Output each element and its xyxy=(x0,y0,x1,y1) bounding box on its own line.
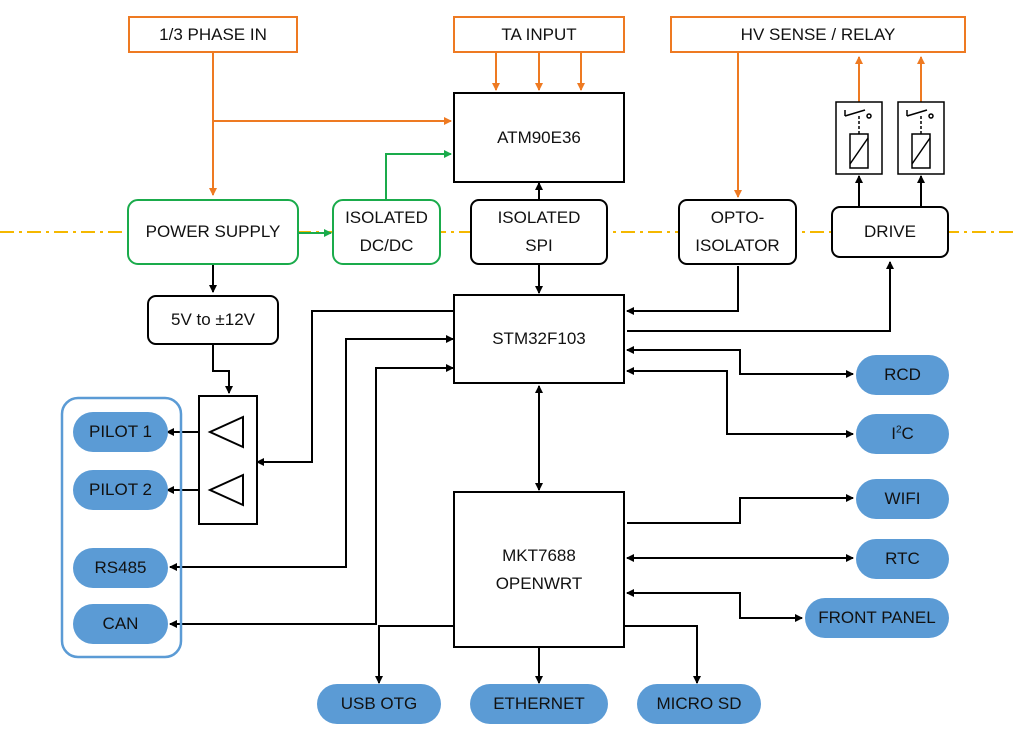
phase-in-box: 1/3 PHASE IN xyxy=(128,16,298,53)
power-supply-label: POWER SUPPLY xyxy=(145,222,281,241)
usb-otg-pill: USB OTG xyxy=(317,684,441,724)
ta-input-label: TA INPUT xyxy=(501,24,577,44)
relay-2-symbol xyxy=(897,101,945,175)
wifi-label: WIFI xyxy=(884,489,921,508)
mkt7688-line2: OPENWRT xyxy=(495,573,583,593)
can-pill: CAN xyxy=(73,604,168,644)
front-panel-label: FRONT PANEL xyxy=(818,608,936,627)
isolated-spi-line2: SPI xyxy=(525,236,553,255)
drive-block: DRIVE xyxy=(831,206,949,258)
pilot-1-label: PILOT 1 xyxy=(89,422,152,441)
atm90e36-block: ATM90E36 xyxy=(453,92,625,183)
relay-1-symbol xyxy=(835,101,883,175)
can-label: CAN xyxy=(102,614,139,633)
wifi-pill: WIFI xyxy=(856,479,949,519)
isolated-dcdc-block: ISOLATED DC/DC xyxy=(332,199,441,265)
isolated-spi-line1: ISOLATED xyxy=(497,208,581,227)
opto-isolator-line1: OPTO- xyxy=(710,208,765,227)
opto-isolator-block: OPTO- ISOLATOR xyxy=(678,199,797,265)
isolated-spi-block: ISOLATED SPI xyxy=(470,199,608,265)
regulator-block: 5V to ±12V xyxy=(147,295,279,345)
micro-sd-pill: MICRO SD xyxy=(637,684,761,724)
i2c-label: I2C xyxy=(891,424,914,443)
drive-to-relay-lines xyxy=(855,175,925,206)
ta-input-box: TA INPUT xyxy=(453,16,625,53)
isolated-dcdc-line1: ISOLATED xyxy=(345,208,428,227)
rs485-pill: RS485 xyxy=(73,548,168,588)
i2c-pill: I2C xyxy=(856,414,949,454)
rcd-label: RCD xyxy=(884,365,921,384)
front-panel-pill: FRONT PANEL xyxy=(805,598,949,638)
green-power-lines xyxy=(299,150,452,237)
isolated-dcdc-line2: DC/DC xyxy=(359,236,414,255)
micro-sd-label: MICRO SD xyxy=(656,694,742,713)
rs485-label: RS485 xyxy=(94,558,147,577)
stm32f103-block: STM32F103 xyxy=(453,294,625,384)
ethernet-label: ETHERNET xyxy=(493,694,585,713)
ethernet-pill: ETHERNET xyxy=(470,684,608,724)
power-supply-block: POWER SUPPLY xyxy=(127,199,299,265)
rtc-pill: RTC xyxy=(856,539,949,579)
pilot-2-label: PILOT 2 xyxy=(89,480,152,499)
pilot-1-pill: PILOT 1 xyxy=(73,412,168,452)
mkt7688-block: MKT7688 OPENWRT xyxy=(453,491,625,648)
line-driver-symbol xyxy=(198,395,258,525)
rtc-label: RTC xyxy=(885,549,920,568)
phase-in-label: 1/3 PHASE IN xyxy=(159,24,267,44)
stm32f103-label: STM32F103 xyxy=(492,329,586,348)
hv-sense-relay-label: HV SENSE / RELAY xyxy=(740,24,896,44)
drive-label: DRIVE xyxy=(864,222,916,241)
regulator-label: 5V to ±12V xyxy=(171,310,255,329)
pilot-2-pill: PILOT 2 xyxy=(73,470,168,510)
mkt7688-line1: MKT7688 xyxy=(502,545,576,565)
hv-sense-relay-box: HV SENSE / RELAY xyxy=(670,16,966,53)
black-signal-lines xyxy=(166,182,894,684)
usb-otg-label: USB OTG xyxy=(340,694,418,713)
external-interface-group xyxy=(60,396,183,659)
orange-signal-lines xyxy=(209,52,925,198)
opto-isolator-line2: ISOLATOR xyxy=(695,236,780,255)
atm90e36-label: ATM90E36 xyxy=(497,127,581,147)
rcd-pill: RCD xyxy=(856,355,949,395)
